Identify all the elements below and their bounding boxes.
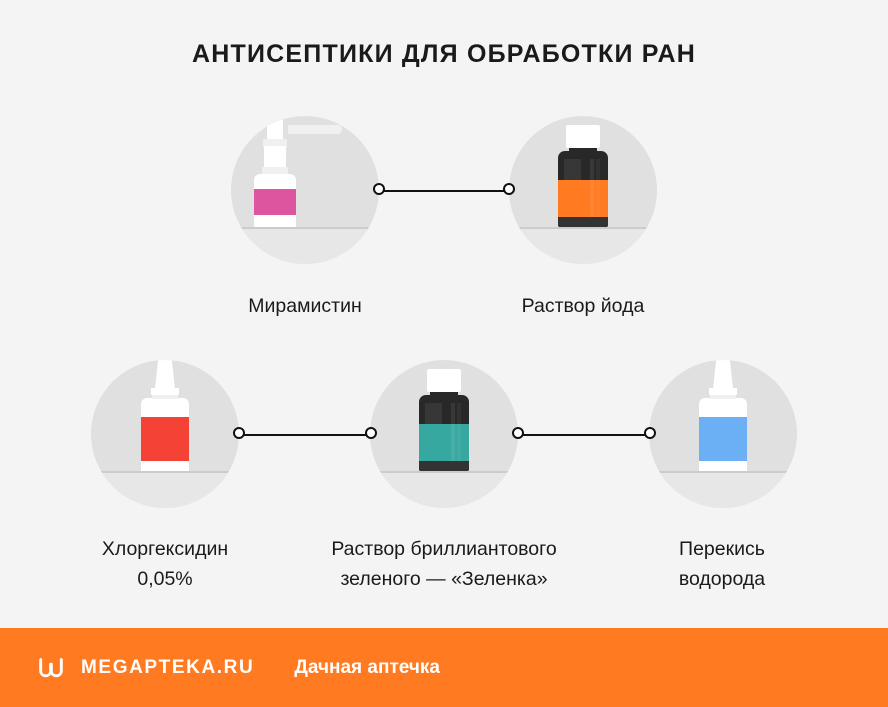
icon-circle-iodine — [509, 116, 657, 264]
bottle-neck — [430, 390, 458, 398]
connector-endpoint-right — [503, 183, 515, 195]
caption-iodine: Раствор йода — [483, 291, 683, 321]
spray-neck-lower — [262, 167, 289, 175]
bottle-neck-ring — [152, 394, 178, 399]
spray-label-band — [254, 189, 297, 215]
icon-circle-miramistin — [231, 116, 379, 264]
caption-chlorhexidine: Хлоргексидин 0,05% — [65, 534, 265, 594]
bottle-highlight — [564, 159, 581, 180]
footer-bar: MEGAPTEKA.RU Дачная аптечка — [0, 628, 888, 707]
bottle-highlight — [425, 403, 442, 424]
page-title: АНТИСЕПТИКИ ДЛЯ ОБРАБОТКИ РАН — [192, 40, 696, 68]
brand-name[interactable]: MEGAPTEKA.RU — [81, 656, 255, 678]
circle-floor — [649, 473, 797, 508]
bottle-cap — [713, 360, 733, 389]
bottle-shoulder — [699, 398, 747, 412]
caption-hydrogen-peroxide: Перекись водорода — [622, 534, 822, 594]
bottle-cap — [155, 360, 175, 389]
megapteka-m-logo-icon — [39, 657, 63, 677]
footer-tagline: Дачная аптечка — [294, 656, 440, 678]
dark-glass-bottle-icon — [555, 125, 611, 227]
connector-line — [239, 434, 371, 436]
caption-brilliant-green: Раствор бриллиантового зеленого — «Зелен… — [294, 534, 594, 594]
circle-floor — [231, 229, 379, 264]
circle-floor — [509, 229, 657, 264]
bottle-label-band — [141, 417, 189, 461]
connector-line — [379, 190, 509, 192]
bottle-cap — [566, 125, 600, 148]
connector-brilliant-green-hydrogen-peroxide — [512, 427, 656, 443]
spray-collar — [263, 139, 288, 147]
bottle-label-band — [699, 417, 747, 461]
spray-arm — [288, 125, 343, 134]
bottle-shoulder — [141, 398, 189, 412]
spray-neck — [264, 146, 287, 168]
caption-text-line1: Хлоргексидин — [101, 538, 229, 560]
caption-text-line2: водорода — [678, 568, 766, 590]
shelf-line — [231, 227, 379, 229]
connector-endpoint-left — [373, 183, 385, 195]
icon-circle-hydrogen-peroxide — [649, 360, 797, 508]
connector-chlorhexidine-brilliant-green — [233, 427, 377, 443]
bottle-neck-ring — [709, 388, 737, 395]
caption-text-line1: Раствор бриллиантового — [331, 538, 557, 560]
dropper-bottle-icon — [695, 360, 751, 471]
shelf-line — [370, 471, 518, 473]
icon-circle-chlorhexidine — [91, 360, 239, 508]
bottle-neck-ring — [710, 394, 736, 399]
connector-miramistin-iodine — [373, 183, 515, 199]
shelf-line — [649, 471, 797, 473]
bottle-neck — [569, 146, 597, 154]
bottle-highlight — [596, 159, 600, 217]
circle-floor — [91, 473, 239, 508]
spray-bottle-icon — [250, 119, 343, 227]
caption-miramistin: Мирамистин — [205, 291, 405, 321]
bottle-highlight — [451, 403, 455, 461]
circle-floor — [370, 473, 518, 508]
caption-text: Раствор йода — [521, 295, 645, 317]
bottle-highlight — [590, 159, 594, 217]
spray-nozzle — [267, 119, 284, 139]
dark-glass-bottle-icon — [416, 369, 472, 471]
bottle-label-band — [558, 180, 608, 218]
connector-line — [518, 434, 650, 436]
connector-endpoint-right — [644, 427, 656, 439]
bottle-highlight — [457, 403, 461, 461]
caption-text: Мирамистин — [248, 295, 362, 317]
caption-text-line1: Перекись — [679, 538, 765, 560]
shelf-line — [509, 227, 657, 229]
caption-text-line2: 0,05% — [137, 568, 193, 590]
bottle-base — [558, 217, 608, 227]
dropper-bottle-icon — [137, 360, 193, 471]
caption-text-line2: зеленого — «Зеленка» — [340, 568, 548, 590]
shelf-line — [91, 471, 239, 473]
icon-circle-brilliant-green — [370, 360, 518, 508]
bottle-neck-ring — [151, 388, 179, 395]
connector-endpoint-left — [512, 427, 524, 439]
connector-endpoint-right — [365, 427, 377, 439]
bottle-base — [419, 461, 469, 471]
bottle-label-band — [419, 424, 469, 462]
bottle-cap — [427, 369, 461, 392]
connector-endpoint-left — [233, 427, 245, 439]
